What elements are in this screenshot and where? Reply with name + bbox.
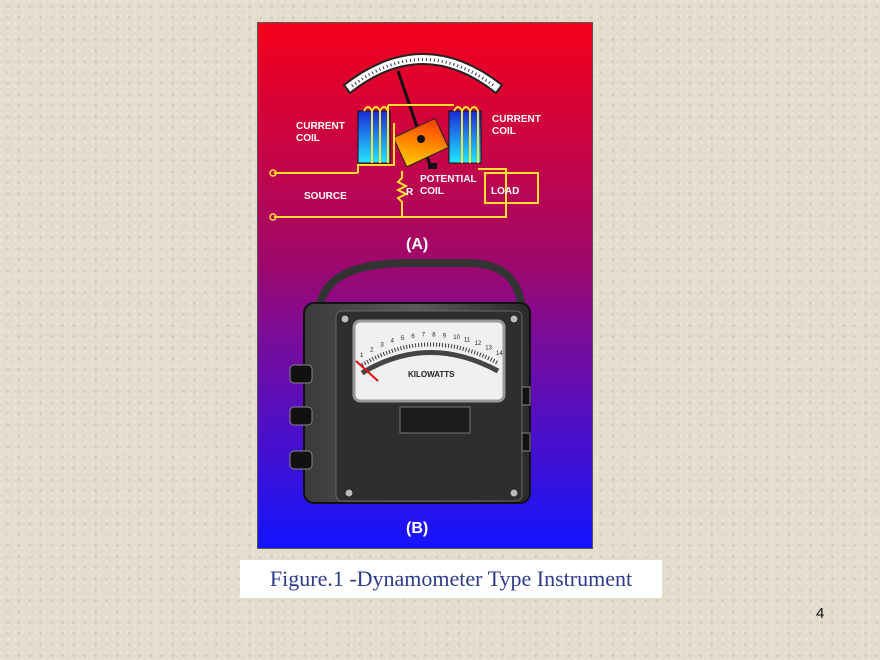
- meter-unit-label: KILOWATTS: [408, 370, 455, 379]
- label-potential-coil-1: POTENTIAL: [420, 174, 477, 185]
- current-coil-left: [357, 110, 391, 164]
- panel-label-b: (B): [406, 520, 428, 537]
- page-number: 4: [816, 605, 825, 622]
- dial-scale-number: 8: [432, 333, 436, 339]
- dial-scale-number: 3: [380, 343, 384, 349]
- dial-scale-number: 13: [485, 346, 492, 352]
- label-potential-coil-2: COIL: [420, 186, 444, 197]
- figure-caption: Figure.1 -Dynamometer Type Instrument: [240, 560, 662, 598]
- dial-scale-number: 10: [453, 335, 460, 341]
- diagram-a: CURRENT COIL CURRENT COIL POTENTIAL COIL…: [269, 53, 541, 253]
- dial-scale-number: 11: [464, 338, 471, 344]
- dial-scale-band: [360, 350, 500, 376]
- terminals: [289, 364, 531, 470]
- label-load: LOAD: [491, 186, 519, 197]
- label-current-coil-right-1: CURRENT: [492, 114, 541, 125]
- dial-scale-number: 9: [443, 333, 447, 339]
- dial-scale-number: 14: [496, 351, 503, 357]
- panel-label-a: (A): [406, 236, 428, 253]
- carry-handle: [316, 259, 526, 314]
- dial-scale-number: 1: [360, 353, 364, 359]
- figure-canvas: CURRENT COIL CURRENT COIL POTENTIAL COIL…: [258, 23, 592, 548]
- circuit-wires: [274, 104, 539, 218]
- dial-scale-number: 7: [422, 333, 426, 339]
- current-coil-right: [448, 110, 482, 164]
- meter-dial: [352, 319, 506, 403]
- label-source: SOURCE: [304, 191, 347, 202]
- red-pointer: [355, 360, 379, 382]
- dial-scale-number: 12: [475, 341, 482, 347]
- label-resistor: R: [406, 187, 414, 198]
- label-current-coil-right-2: COIL: [492, 126, 516, 137]
- meter-scale-arc: [342, 53, 504, 95]
- adjust-window: [399, 406, 471, 434]
- dial-scale-number: 2: [370, 347, 374, 353]
- label-current-coil-left-2: COIL: [296, 133, 320, 144]
- label-current-coil-left-1: CURRENT: [296, 121, 345, 132]
- dial-scale-number: 6: [411, 334, 415, 340]
- dial-scale-number: 4: [391, 339, 395, 345]
- wattmeter-illustration: KILOWATTS (B): [289, 259, 531, 537]
- figure-dynamometer: CURRENT COIL CURRENT COIL POTENTIAL COIL…: [257, 22, 593, 549]
- dial-scale-number: 5: [401, 336, 405, 342]
